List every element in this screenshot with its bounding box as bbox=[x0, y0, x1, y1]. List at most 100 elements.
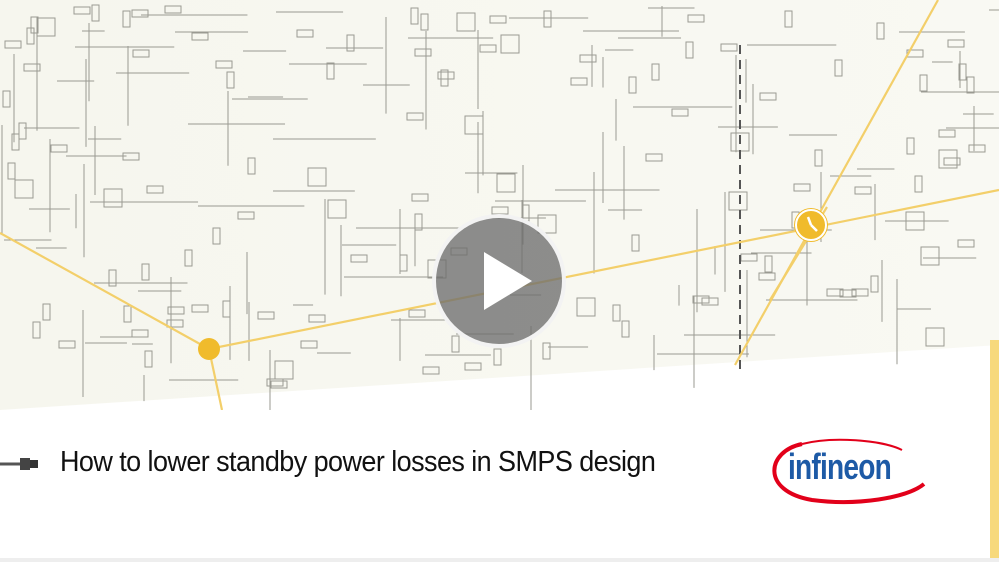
schematic-component bbox=[576, 297, 596, 317]
schematic-component bbox=[966, 76, 975, 94]
schematic-component bbox=[226, 71, 235, 89]
schematic-component bbox=[222, 300, 231, 318]
schematic-component bbox=[131, 329, 149, 338]
schematic-component bbox=[925, 327, 945, 347]
schematic-component bbox=[30, 16, 39, 34]
schematic-component bbox=[327, 199, 347, 219]
schematic-component bbox=[579, 54, 597, 63]
schematic-component bbox=[687, 14, 705, 23]
schematic-component bbox=[451, 335, 460, 353]
schematic-component bbox=[300, 340, 318, 349]
infineon-logo: infineon bbox=[762, 436, 932, 506]
schematic-component bbox=[326, 62, 335, 80]
schematic-area bbox=[0, 0, 999, 410]
schematic-component bbox=[257, 311, 275, 320]
schematic-component bbox=[621, 320, 630, 338]
schematic-component bbox=[420, 13, 429, 31]
schematic-component bbox=[108, 269, 117, 287]
schematic-component bbox=[839, 289, 857, 298]
schematic-component bbox=[957, 239, 975, 248]
schematic-component bbox=[73, 6, 91, 15]
bottom-border bbox=[0, 558, 999, 562]
schematic-component bbox=[166, 319, 184, 328]
schematic-component bbox=[14, 179, 34, 199]
schematic-component bbox=[408, 309, 426, 318]
schematic-component bbox=[758, 272, 776, 281]
schematic-component bbox=[414, 48, 432, 57]
schematic-component bbox=[141, 263, 150, 281]
schematic-component bbox=[270, 380, 288, 389]
video-caption-bar bbox=[0, 410, 990, 558]
schematic-component bbox=[496, 173, 516, 193]
schematic-component bbox=[914, 175, 923, 193]
schematic-component bbox=[671, 108, 689, 117]
schematic-component bbox=[685, 41, 694, 59]
schematic-component bbox=[411, 193, 429, 202]
schematic-component bbox=[628, 76, 637, 94]
schematic-component bbox=[123, 305, 132, 323]
schematic-component bbox=[919, 74, 928, 92]
schematic-component bbox=[440, 69, 449, 87]
schematic-component bbox=[784, 10, 793, 28]
schematic-component bbox=[720, 43, 738, 52]
schematic-component bbox=[422, 366, 440, 375]
accent-strip bbox=[990, 340, 999, 558]
schematic-component bbox=[542, 342, 551, 360]
schematic-component bbox=[500, 34, 520, 54]
schematic-component bbox=[247, 157, 256, 175]
schematic-component bbox=[692, 295, 710, 304]
schematic-component bbox=[184, 249, 193, 267]
plug-icon bbox=[0, 458, 38, 470]
play-icon bbox=[484, 252, 532, 310]
schematic-component bbox=[437, 71, 455, 80]
play-button[interactable] bbox=[432, 214, 566, 348]
schematic-component bbox=[943, 157, 961, 166]
schematic-component bbox=[764, 255, 773, 273]
schematic-component bbox=[759, 92, 777, 101]
circuit-schematic-background bbox=[0, 0, 999, 410]
schematic-component bbox=[493, 348, 502, 366]
schematic-component bbox=[212, 227, 221, 245]
schematic-component bbox=[854, 186, 872, 195]
schematic-component bbox=[479, 44, 497, 53]
schematic-component bbox=[2, 90, 11, 108]
schematic-component bbox=[58, 340, 76, 349]
schematic-component bbox=[274, 360, 294, 380]
schematic-component bbox=[876, 22, 885, 40]
logo-wordmark: infineon bbox=[788, 446, 892, 487]
schematic-component bbox=[631, 234, 640, 252]
schematic-component bbox=[146, 185, 164, 194]
schematic-component bbox=[543, 10, 552, 28]
schematic-component bbox=[144, 350, 153, 368]
video-thumbnail[interactable] bbox=[0, 0, 999, 410]
schematic-component bbox=[7, 162, 16, 180]
schematic-component bbox=[651, 63, 660, 81]
schematic-component bbox=[410, 7, 419, 25]
schematic-component bbox=[167, 306, 185, 315]
schematic-component bbox=[131, 9, 149, 18]
schematic-component bbox=[406, 112, 424, 121]
schematic-component bbox=[834, 59, 843, 77]
schematic-component bbox=[346, 34, 355, 52]
schematic-component bbox=[215, 60, 233, 69]
clock-icon bbox=[795, 209, 827, 241]
schematic-component bbox=[122, 10, 131, 28]
schematic-component bbox=[11, 133, 20, 151]
schematic-component bbox=[612, 304, 621, 322]
schematic-component bbox=[938, 129, 956, 138]
schematic-component bbox=[191, 32, 209, 41]
schematic-component bbox=[814, 149, 823, 167]
schematic-component bbox=[103, 188, 123, 208]
schematic-component bbox=[456, 12, 476, 32]
schematic-component bbox=[645, 153, 663, 162]
schematic-component bbox=[23, 63, 41, 72]
schematic-component bbox=[237, 211, 255, 220]
schematic-component bbox=[50, 144, 68, 153]
schematic-component bbox=[920, 246, 940, 266]
schematic-component bbox=[464, 362, 482, 371]
schematic-component bbox=[42, 303, 51, 321]
schematic-component bbox=[870, 275, 879, 293]
schematic-component bbox=[36, 17, 56, 37]
schematic-component bbox=[32, 321, 41, 339]
schematic-component bbox=[164, 5, 182, 14]
